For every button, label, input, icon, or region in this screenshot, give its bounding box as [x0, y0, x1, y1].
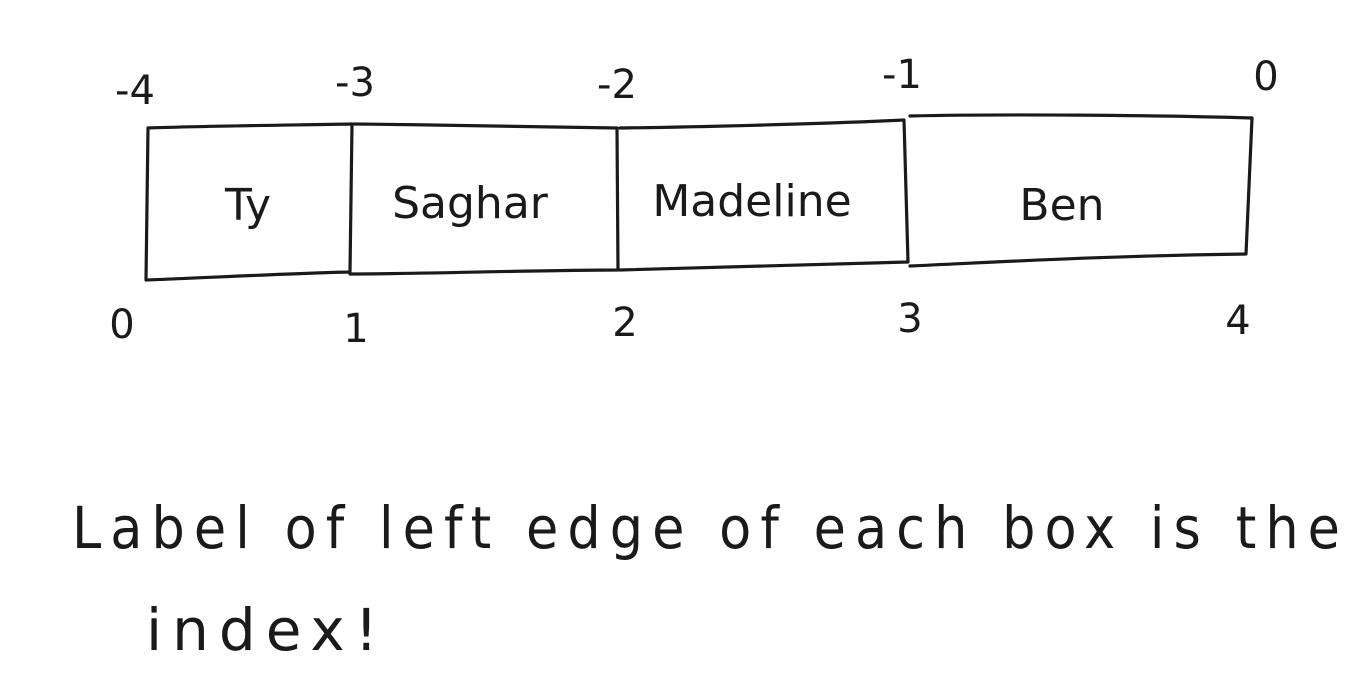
- positive-index-labels: 0 1 2 3 4: [109, 296, 1250, 352]
- negative-index-labels: -4 -3 -2 -1 0: [115, 52, 1279, 114]
- array-boxes: [144, 113, 1254, 282]
- top-index-label: -4: [115, 68, 155, 114]
- bottom-index-label: 0: [109, 302, 134, 348]
- bottom-index-label: 1: [343, 306, 368, 352]
- bottom-index-label: 3: [897, 296, 922, 342]
- box-outline-1: [348, 122, 620, 276]
- bottom-index-label: 4: [1225, 298, 1250, 344]
- box-outline-0: [144, 122, 354, 282]
- box-label-3: Ben: [1019, 180, 1104, 231]
- top-index-label: -3: [335, 60, 375, 106]
- top-index-label: -2: [597, 62, 637, 108]
- box-label-2: Madeline: [652, 176, 851, 227]
- box-labels: Ty Saghar Madeline Ben: [224, 176, 1105, 231]
- note-line-1: Label of left edge of each box is the: [72, 494, 1349, 562]
- box-label-1: Saghar: [392, 178, 549, 229]
- top-index-label: 0: [1253, 54, 1278, 100]
- note-line-2: index!: [146, 596, 388, 664]
- top-index-label: -1: [882, 52, 922, 98]
- note: Label of left edge of each box is the in…: [72, 494, 1349, 664]
- bottom-index-label: 2: [612, 300, 637, 346]
- box-outline-2: [618, 118, 910, 272]
- box-outline-3: [908, 113, 1254, 268]
- box-label-0: Ty: [224, 180, 271, 231]
